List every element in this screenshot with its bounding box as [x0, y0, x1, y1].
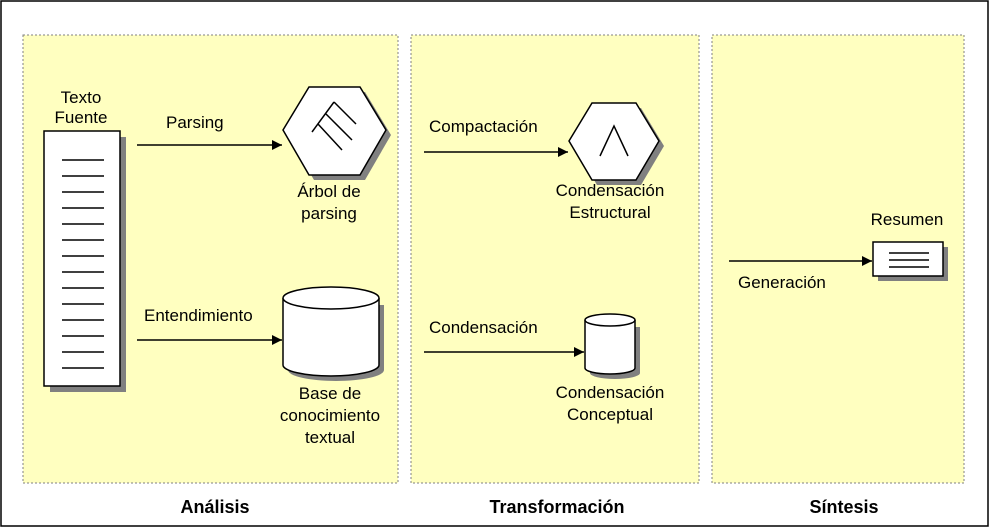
- cond-conceptual-label-line2: Conceptual: [567, 405, 653, 424]
- tree-label-line1: Árbol de: [297, 182, 360, 201]
- tree-label-line2: parsing: [301, 204, 357, 223]
- kb-label-line1: Base de: [299, 384, 361, 403]
- condensacion-label: Condensación: [429, 318, 538, 337]
- knowledge-base-cylinder-icon: [282, 286, 384, 381]
- kb-label-line2: conocimiento: [280, 406, 380, 425]
- summary-document-icon: [872, 241, 948, 281]
- kb-label-line3: textual: [305, 428, 355, 447]
- title-analisis: Análisis: [180, 497, 249, 517]
- source-document-icon: [43, 130, 126, 392]
- title-sintesis: Síntesis: [809, 497, 878, 517]
- structural-condensation-hexagon-icon: [568, 102, 664, 185]
- title-transformacion: Transformación: [489, 497, 624, 517]
- resumen-label: Resumen: [871, 210, 944, 229]
- entendimiento-label: Entendimiento: [144, 306, 253, 325]
- panel-transformacion: [410, 34, 700, 484]
- compactacion-label: Compactación: [429, 117, 538, 136]
- source-label-line1: Texto: [61, 88, 102, 107]
- cond-estructural-label-line1: Condensación: [556, 181, 665, 200]
- generacion-label: Generación: [738, 273, 826, 292]
- source-label-line2: Fuente: [55, 108, 108, 127]
- cond-conceptual-label-line1: Condensación: [556, 383, 665, 402]
- cond-estructural-label-line2: Estructural: [569, 203, 650, 222]
- parse-tree-hexagon-icon: [282, 86, 391, 180]
- conceptual-condensation-cylinder-icon: [584, 313, 640, 379]
- parsing-label: Parsing: [166, 113, 224, 132]
